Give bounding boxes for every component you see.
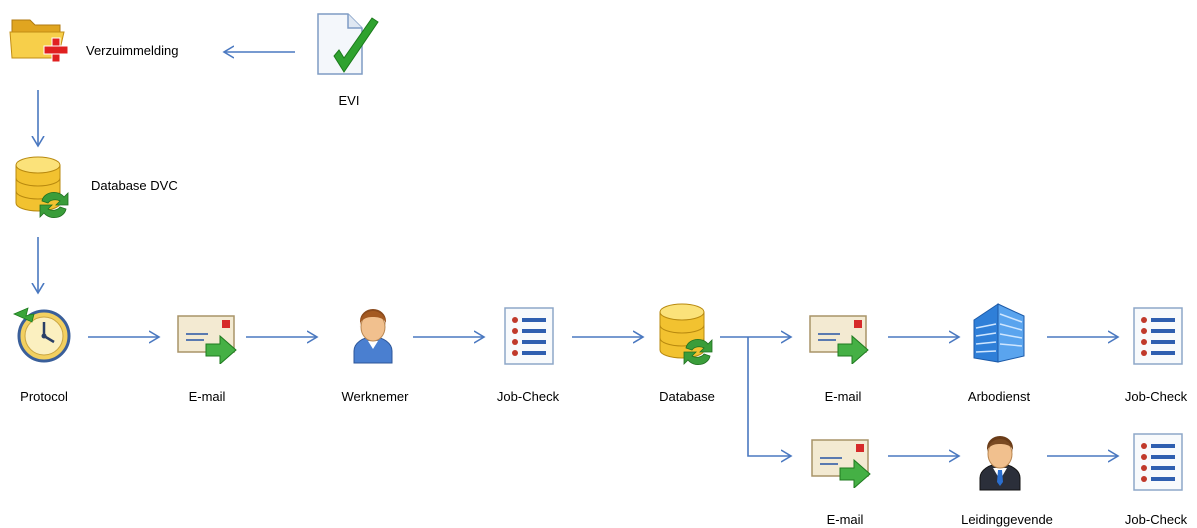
document-check-icon — [317, 13, 379, 75]
label-database-dvc: Database DVC — [91, 178, 178, 193]
user-icon — [353, 309, 393, 364]
checklist-icon — [1133, 433, 1183, 491]
checklist-icon — [504, 307, 554, 365]
label-jobcheck-1: Job-Check — [496, 389, 560, 404]
label-protocol: Protocol — [20, 389, 68, 404]
manager-icon — [979, 436, 1021, 491]
label-evi: EVI — [338, 93, 360, 108]
email-forward-icon — [811, 439, 871, 488]
label-jobcheck-2: Job-Check — [1124, 389, 1188, 404]
email-forward-icon — [809, 315, 869, 364]
label-werknemer: Werknemer — [341, 389, 409, 404]
database-sync-icon — [659, 303, 713, 365]
label-email-3: E-mail — [826, 512, 864, 527]
label-arbodienst: Arbodienst — [967, 389, 1031, 404]
label-leidinggevende: Leidinggevende — [961, 512, 1053, 527]
building-icon — [973, 303, 1025, 363]
folder-add-icon — [9, 19, 69, 63]
label-jobcheck-3: Job-Check — [1124, 512, 1188, 527]
database-sync-icon — [15, 156, 69, 218]
label-database: Database — [659, 389, 715, 404]
arrow-database-to-email-3 — [747, 337, 791, 456]
label-verzuimmelding: Verzuimmelding — [86, 43, 179, 58]
clock-back-icon — [13, 307, 71, 363]
label-email-2: E-mail — [824, 389, 862, 404]
label-email-1: E-mail — [188, 389, 226, 404]
email-forward-icon — [177, 315, 237, 364]
checklist-icon — [1133, 307, 1183, 365]
